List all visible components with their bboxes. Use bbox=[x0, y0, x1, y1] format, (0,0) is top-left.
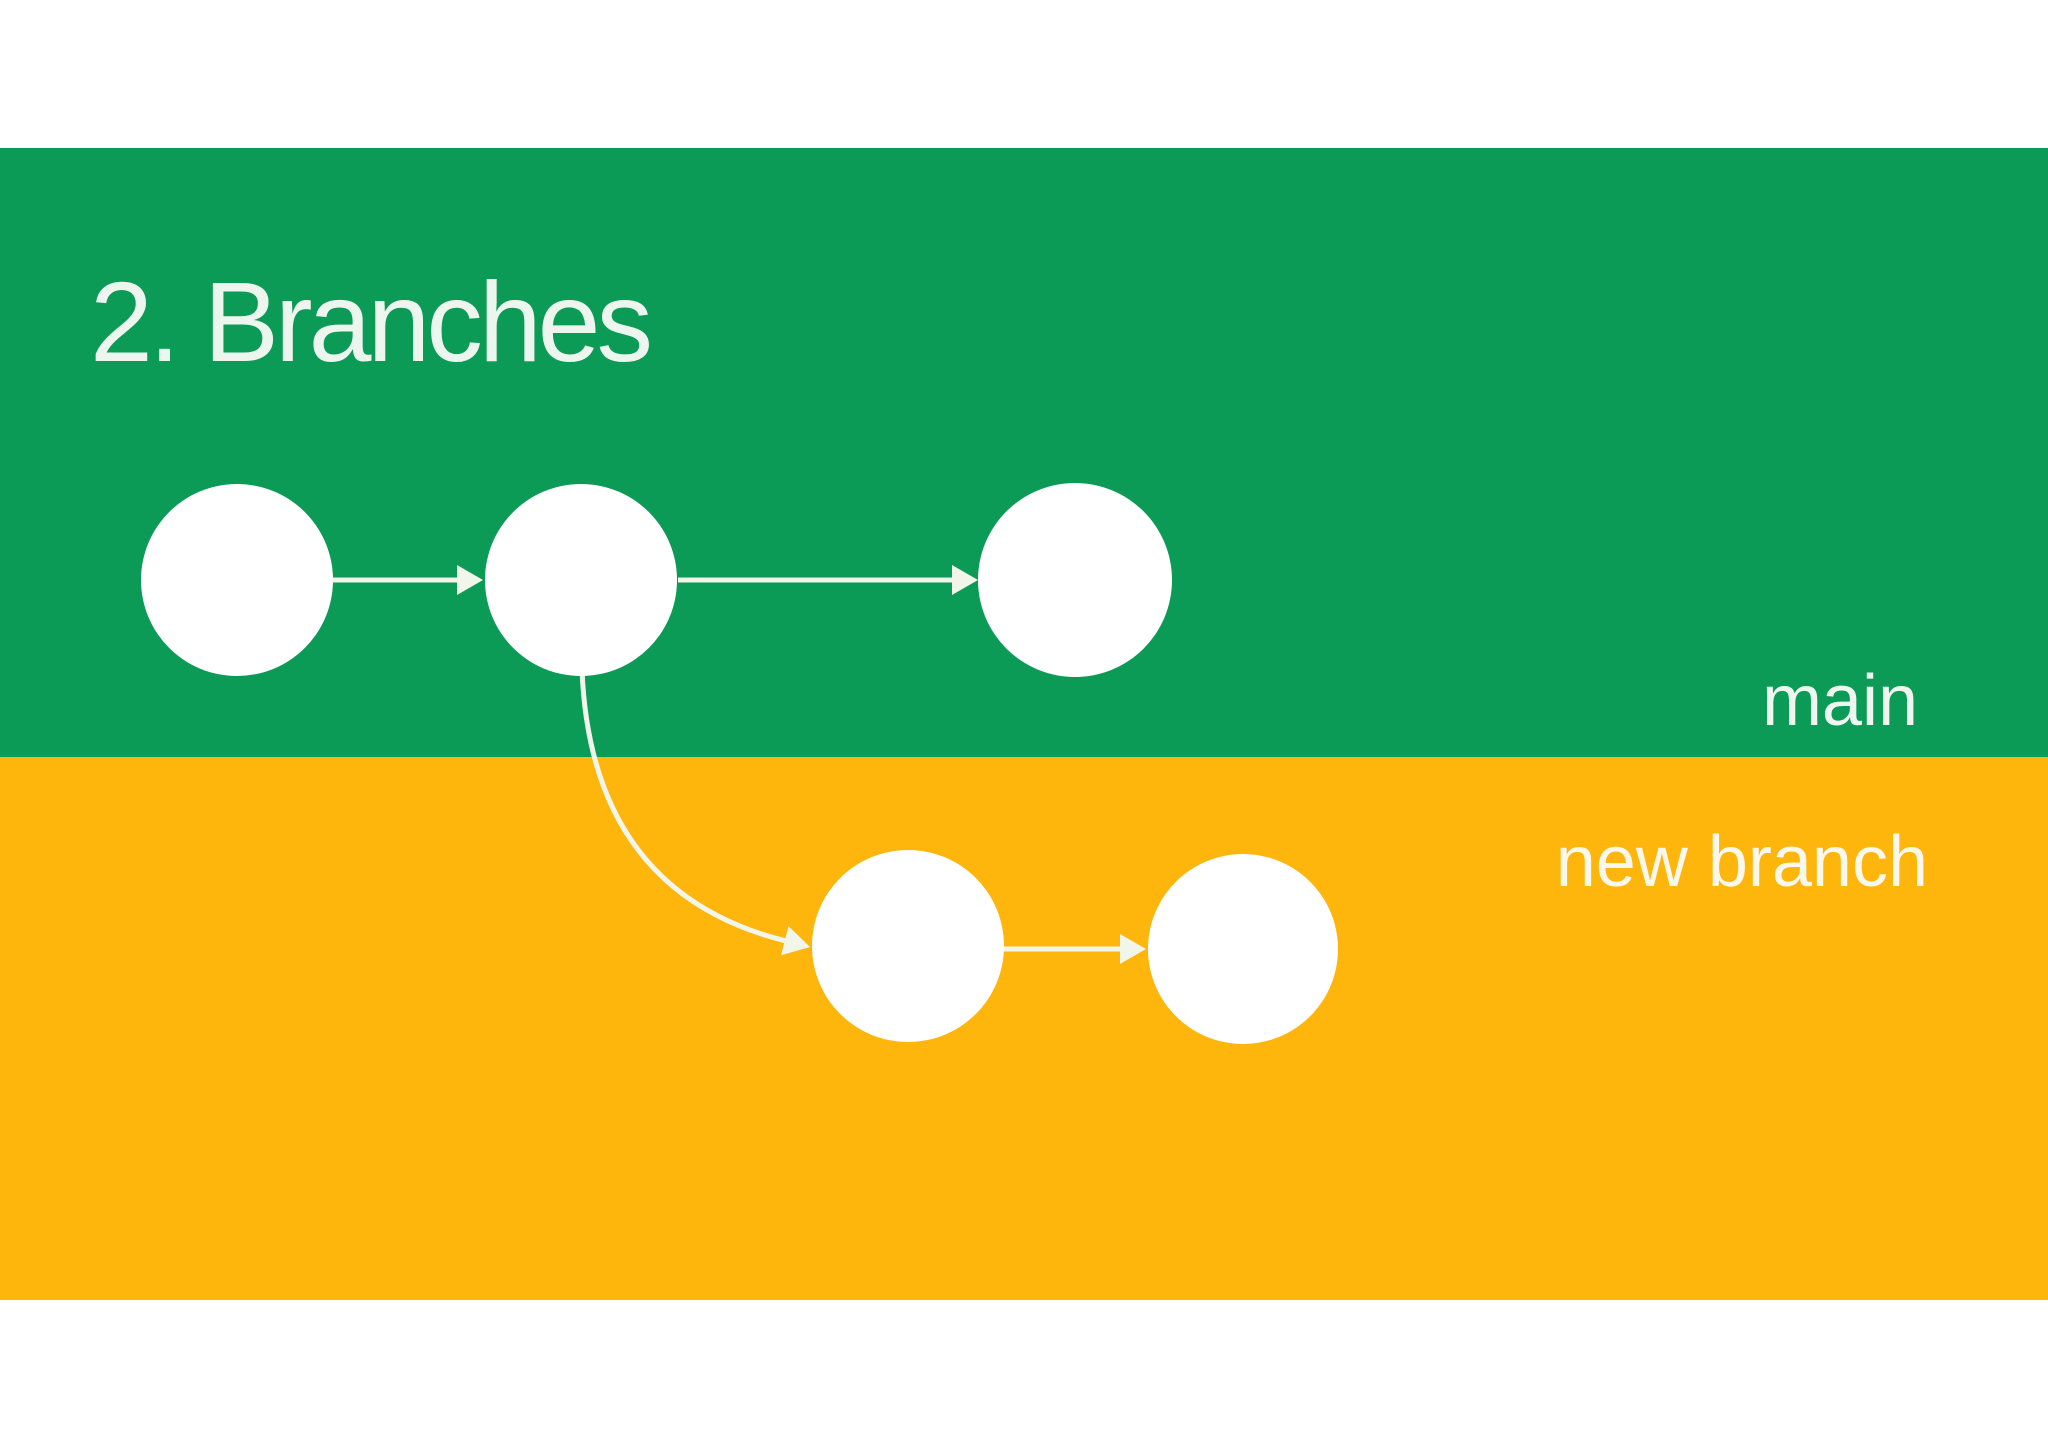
main-branch-band bbox=[0, 148, 2048, 757]
new-branch-label: new branch bbox=[1555, 822, 1928, 902]
new-branch-band bbox=[0, 757, 2048, 1300]
main-branch-label: main bbox=[1761, 661, 1918, 741]
slide-title: 2. Branches bbox=[90, 259, 653, 385]
